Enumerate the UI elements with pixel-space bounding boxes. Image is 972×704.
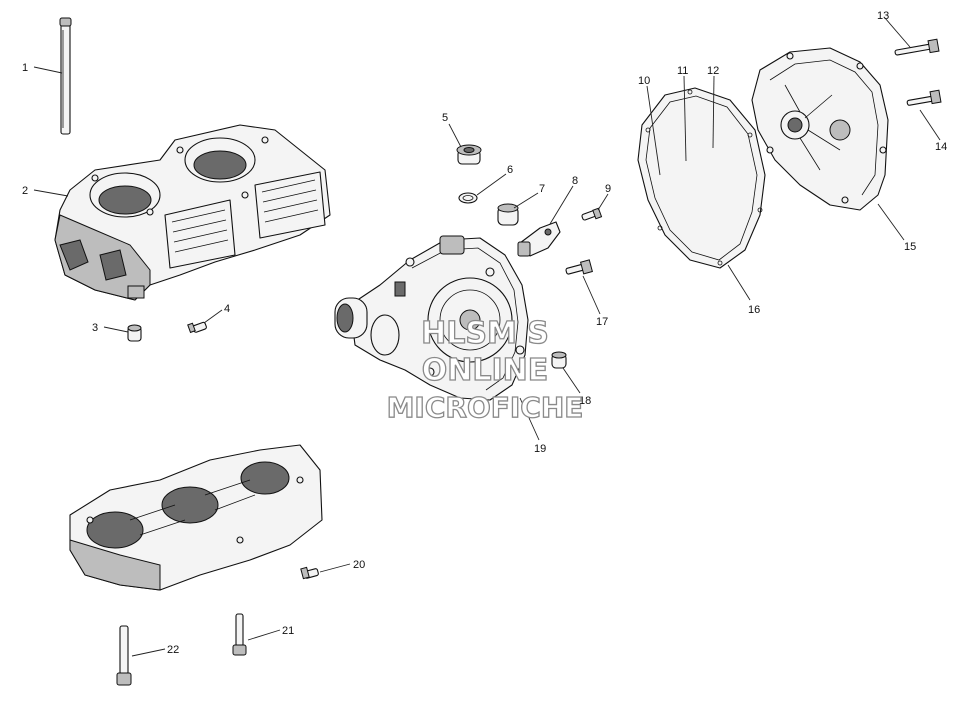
callout-17: 17 bbox=[596, 316, 608, 328]
part-6-o-ring[interactable] bbox=[458, 192, 478, 204]
part-17-bolt[interactable] bbox=[565, 259, 593, 275]
part-21-bolt[interactable] bbox=[232, 613, 247, 656]
part-16-gasket[interactable] bbox=[637, 87, 766, 269]
callout-8: 8 bbox=[572, 175, 578, 187]
lower-crankcase[interactable] bbox=[69, 444, 323, 591]
callout-5: 5 bbox=[442, 112, 448, 124]
part-13-bolt[interactable] bbox=[894, 38, 940, 56]
callout-13: 13 bbox=[877, 10, 889, 22]
callout-2: 2 bbox=[22, 185, 28, 197]
callout-1: 1 bbox=[22, 62, 28, 74]
callout-10: 10 bbox=[638, 75, 650, 87]
part-14-bolt[interactable] bbox=[906, 89, 942, 106]
callout-9: 9 bbox=[605, 183, 611, 195]
part-15-outer-cover[interactable] bbox=[751, 47, 889, 211]
part-5-grommet[interactable] bbox=[456, 144, 482, 165]
callout-6: 6 bbox=[507, 164, 513, 176]
watermark-line1: HLSM S bbox=[421, 316, 549, 351]
callout-18: 18 bbox=[579, 395, 591, 407]
callout-3: 3 bbox=[92, 322, 98, 334]
part-22-bolt[interactable] bbox=[116, 625, 132, 686]
callout-11: 11 bbox=[677, 65, 688, 77]
callout-14: 14 bbox=[935, 141, 947, 153]
part-4-screw[interactable] bbox=[187, 321, 207, 334]
leader-lines bbox=[33, 17, 941, 657]
callout-4: 4 bbox=[224, 303, 230, 315]
central-housing[interactable] bbox=[334, 235, 529, 401]
watermark-line3: MICROFICHE bbox=[387, 391, 584, 424]
callout-22: 22 bbox=[167, 644, 179, 656]
callout-7: 7 bbox=[539, 183, 545, 195]
part-9-screw[interactable] bbox=[581, 207, 603, 221]
callout-15: 15 bbox=[904, 241, 916, 253]
part-2-upper-crankcase[interactable] bbox=[54, 124, 331, 301]
part-8-bracket[interactable] bbox=[517, 221, 561, 257]
part-1-stud[interactable] bbox=[59, 17, 72, 135]
part-7-bushing[interactable] bbox=[497, 203, 519, 226]
callout-19: 19 bbox=[534, 443, 546, 455]
callout-20: 20 bbox=[353, 559, 365, 571]
callout-16: 16 bbox=[748, 304, 760, 316]
part-20-screw[interactable] bbox=[300, 566, 319, 580]
watermark-line2: ONLINE bbox=[422, 353, 549, 388]
watermark: HLSM S ONLINE MICROFICHE bbox=[386, 315, 584, 424]
callout-21: 21 bbox=[282, 625, 294, 637]
callout-12: 12 bbox=[707, 65, 719, 77]
callout-numbers: 1 2 3 4 5 6 7 8 9 10 11 12 13 14 15 16 1… bbox=[22, 10, 947, 656]
part-18-dowel[interactable] bbox=[551, 351, 567, 369]
part-3-dowel[interactable] bbox=[127, 324, 142, 342]
